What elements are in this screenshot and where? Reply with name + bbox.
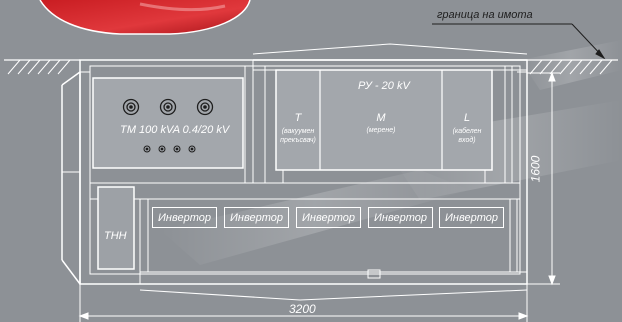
cell-l-note: (кабелен вход) [452,128,482,144]
background-streaks [160,40,622,265]
switchgear-title: РУ - 20 kV [358,80,410,92]
inverter-3: Инвертор [296,207,361,228]
height-dimension: 1600 [528,155,543,183]
lv-terminal-icon [143,145,196,153]
boundary-leader [432,23,606,60]
lv-panel-box [97,186,135,270]
cell-t-letter: T [294,112,302,124]
switchgear-box [275,69,493,183]
red-decoration [39,0,251,35]
cell-l-letter: L [463,112,471,124]
transformer-box [92,77,244,169]
inverter-1: Инвертор [152,207,217,228]
cell-t-note: (вакуумен прекъсвач) [280,128,316,144]
cell-m-letter: M [376,112,386,124]
lv-panel-label: ТНН [104,230,127,242]
transformer-label: ТМ 100 kVA 0.4/20 kV [120,124,230,136]
inverter-2: Инвертор [224,207,289,228]
dimension-lines [78,71,560,322]
inverter-5: Инвертор [439,207,504,228]
width-dimension: 3200 [289,302,316,316]
inverter-4: Инвертор [368,207,433,228]
ground-line [4,59,618,75]
building-outline [61,43,528,301]
cell-m-note: (мерене) [366,127,396,134]
bushing-icon [122,98,214,116]
property-boundary-label: граница на имота [437,9,533,21]
